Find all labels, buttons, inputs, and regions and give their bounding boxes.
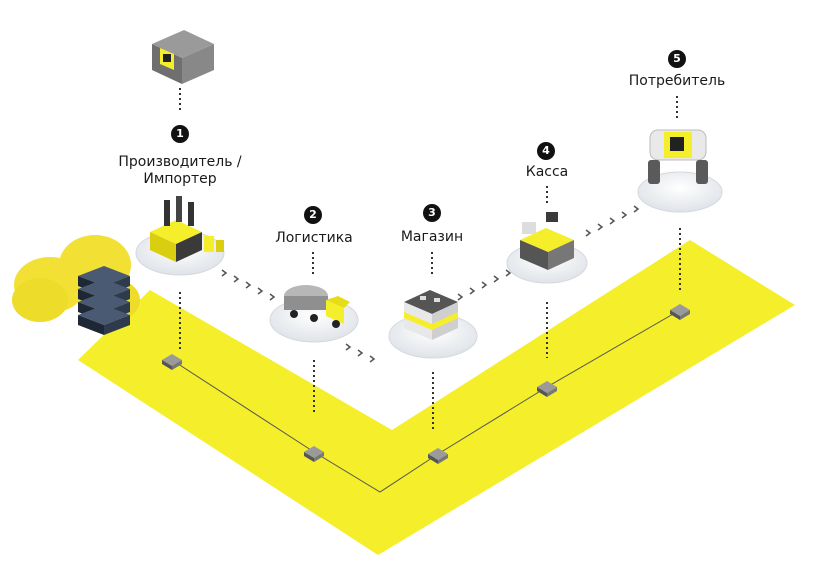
network-node	[670, 304, 690, 320]
shop-icon	[404, 290, 458, 340]
package-box-icon	[152, 30, 214, 84]
network-line	[171, 309, 681, 493]
factory-icon	[150, 196, 224, 262]
server-icon	[78, 266, 130, 335]
flow-arrows	[221, 205, 640, 363]
stage-number-badge: 1	[171, 125, 189, 143]
stage-label-consumer: Потребитель	[628, 73, 726, 89]
stage-label-store: Магазин	[400, 229, 464, 245]
network-node	[304, 446, 324, 462]
stage-number-badge: 2	[304, 206, 322, 224]
stage-label-line: Импортер	[143, 171, 217, 187]
phone-scanner-icon	[648, 129, 708, 184]
dotted-connectors	[179, 88, 681, 430]
network-node	[162, 354, 182, 370]
stage-label-checkout: Касса	[525, 164, 569, 180]
network-node	[537, 381, 557, 397]
yellow-floor-band	[78, 240, 795, 555]
stage-number-badge: 3	[423, 204, 441, 222]
stage-label-logistics: Логистика	[275, 230, 353, 246]
stage-number-badge: 5	[668, 50, 686, 68]
stage-label-line: Производитель /	[118, 154, 242, 170]
stage-label-producer: Производитель / Импортер	[110, 154, 250, 188]
tanker-truck-icon	[284, 285, 350, 328]
cash-register-icon	[520, 212, 574, 270]
network-nodes	[162, 304, 690, 464]
network-node	[428, 448, 448, 464]
stage-number-badge: 4	[537, 142, 555, 160]
